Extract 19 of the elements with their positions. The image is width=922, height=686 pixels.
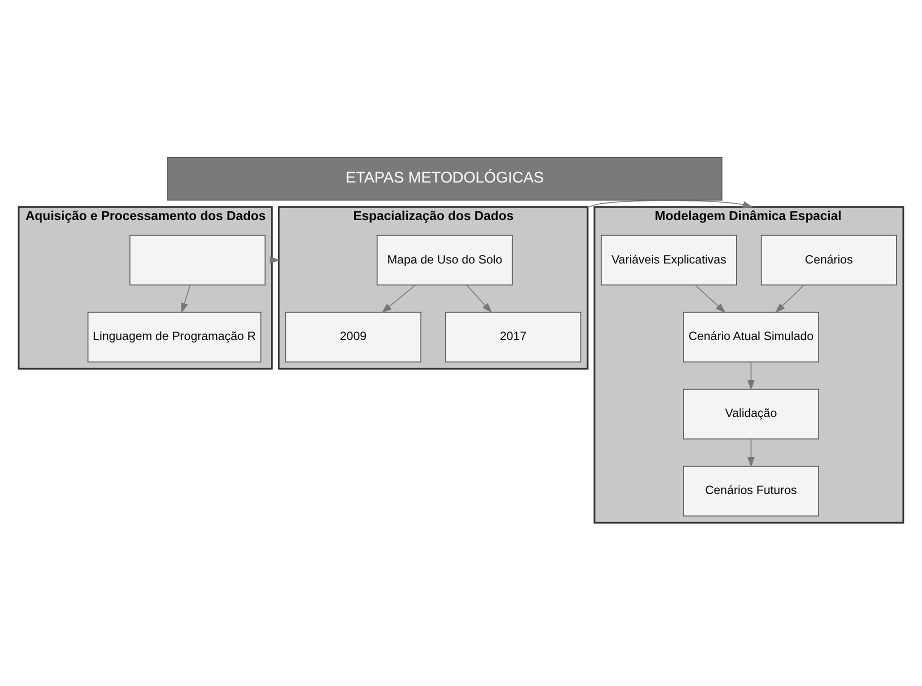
node-box: ETAPAS METODOLÓGICAS — [167, 156, 722, 200]
node-box: Linguagem de Programação R — [88, 311, 262, 362]
node-box: 2009 — [285, 311, 422, 362]
node-box: Variáveis Explicativas — [600, 234, 737, 285]
node-box: Cenário Atual Simulado — [683, 311, 820, 362]
arrow — [181, 284, 190, 313]
node-box: 2017 — [445, 311, 582, 362]
arrow — [466, 284, 492, 312]
node-box: Cenários Futuros — [683, 465, 820, 516]
arrow — [747, 361, 755, 390]
node-box — [129, 234, 266, 285]
node-box: Cenários — [760, 234, 897, 285]
arrow — [587, 200, 754, 208]
arrow — [774, 284, 804, 313]
arrow — [747, 438, 755, 467]
arrow — [381, 284, 416, 312]
node-box: Mapa de Uso do Solo — [376, 234, 513, 285]
node-box: Validação — [683, 388, 820, 439]
arrow — [694, 284, 726, 313]
